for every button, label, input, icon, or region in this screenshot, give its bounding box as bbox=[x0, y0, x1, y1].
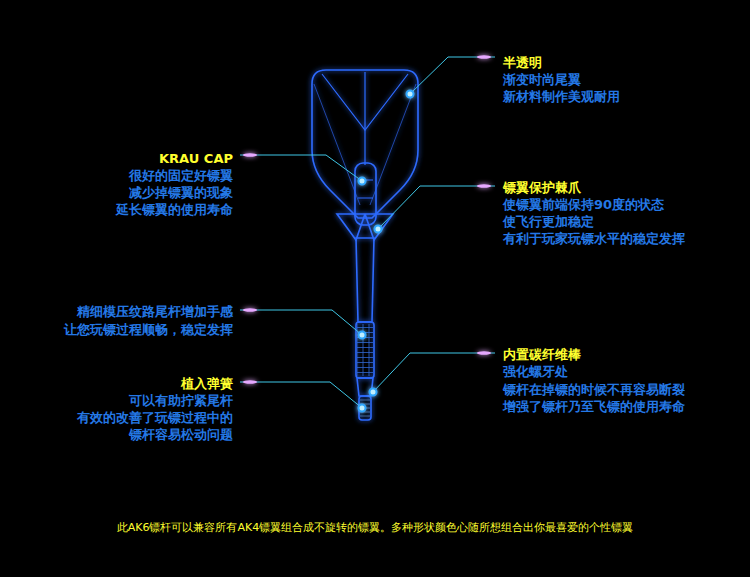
callout-heading: 镖翼保护棘爪 bbox=[503, 180, 581, 196]
callout-text: 使镖翼前端保持90度的状态 bbox=[503, 197, 664, 213]
caption: 此AK6镖杆可以兼容所有AK4镖翼组合成不旋转的镖翼。多种形状颜色心随所想组合出… bbox=[0, 520, 750, 535]
callout-text: 渐变时尚尾翼 bbox=[503, 72, 581, 88]
callout-heading: 内置碳纤维棒 bbox=[503, 347, 581, 363]
callout-heading: KRAU CAP bbox=[159, 151, 233, 167]
callout-text: 可以有助拧紧尾杆 bbox=[129, 393, 233, 409]
leader-lines bbox=[240, 57, 495, 408]
callout-text: 有效的改善了玩镖过程中的 bbox=[77, 410, 233, 426]
callout-text: 让您玩镖过程顺畅，稳定发挥 bbox=[64, 322, 233, 338]
callout-text: 有利于玩家玩镖水平的稳定发挥 bbox=[503, 231, 685, 247]
callout-heading: 半透明 bbox=[503, 55, 542, 71]
callout-text: 镖杆在掉镖的时候不再容易断裂 bbox=[503, 382, 685, 398]
callout-text: 很好的固定好镖翼 bbox=[129, 168, 233, 184]
callout-heading: 植入弹簧 bbox=[181, 376, 233, 392]
callout-text: 新材料制作美观耐用 bbox=[503, 89, 620, 105]
leader-ends bbox=[243, 55, 491, 384]
callout-text: 增强了镖杆乃至飞镖的使用寿命 bbox=[503, 399, 685, 415]
callout-text: 精细模压纹路尾杆增加手感 bbox=[77, 304, 233, 320]
callout-text: 使飞行更加稳定 bbox=[503, 214, 594, 230]
callout-text: 镖杆容易松动问题 bbox=[129, 427, 233, 443]
grip-knurl bbox=[357, 324, 373, 376]
dart-outline bbox=[312, 70, 418, 420]
point-dots bbox=[359, 91, 414, 412]
callout-text: 减少掉镖翼的现象 bbox=[129, 185, 233, 201]
callout-text: 强化螺牙处 bbox=[503, 364, 568, 380]
callout-text: 延长镖翼的使用寿命 bbox=[116, 202, 233, 218]
